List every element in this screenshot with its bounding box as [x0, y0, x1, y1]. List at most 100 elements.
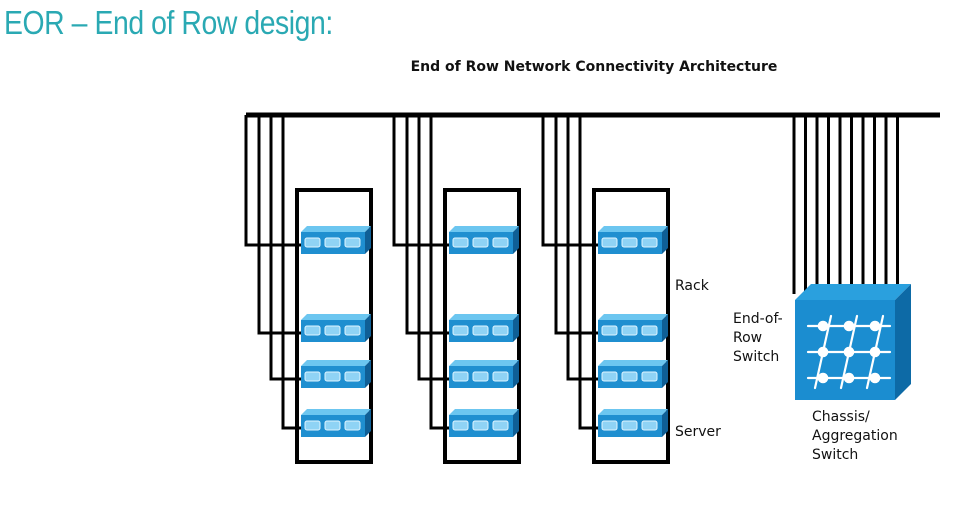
- cable: [405, 115, 449, 335]
- server-port: [452, 420, 469, 431]
- server: [449, 226, 519, 254]
- cable: [541, 115, 598, 247]
- eor-switch-label: End-of- Row Switch: [733, 311, 783, 365]
- chassis-top: [795, 284, 911, 300]
- racks: [244, 115, 670, 464]
- server-top: [301, 409, 371, 415]
- server-top: [449, 360, 519, 366]
- server: [301, 360, 371, 388]
- server-port: [472, 325, 489, 336]
- rack-1: [244, 115, 373, 464]
- rack-2-cables: [392, 115, 449, 430]
- server-port: [472, 420, 489, 431]
- server-top: [598, 226, 668, 232]
- server-label: Server: [675, 424, 721, 440]
- server-top: [598, 409, 668, 415]
- cable: [554, 115, 598, 335]
- cable: [244, 115, 301, 247]
- server-port: [472, 237, 489, 248]
- server-top: [449, 226, 519, 232]
- server-port: [344, 237, 361, 248]
- chassis-aggregation-label: Chassis/ Aggregation Switch: [812, 409, 898, 463]
- server-port: [452, 325, 469, 336]
- server-port: [324, 420, 341, 431]
- chassis-label-line-3: Switch: [812, 447, 858, 463]
- server-port: [324, 371, 341, 382]
- server-top: [301, 314, 371, 320]
- server-side: [662, 226, 668, 254]
- server-port: [344, 420, 361, 431]
- chassis-uplinks: [792, 115, 899, 294]
- server-side: [365, 314, 371, 342]
- rack-2: [392, 115, 521, 464]
- eor-label-line-2: Row: [733, 330, 762, 346]
- server: [598, 360, 668, 388]
- server: [449, 409, 519, 437]
- cable: [566, 115, 598, 381]
- server-port: [621, 325, 638, 336]
- server-side: [365, 409, 371, 437]
- server: [598, 314, 668, 342]
- server-port: [472, 371, 489, 382]
- server-side: [513, 226, 519, 254]
- fabric-node: [869, 372, 881, 384]
- rack-1-cables: [244, 115, 301, 430]
- cable: [417, 115, 449, 381]
- cable: [392, 115, 449, 247]
- server-port: [621, 420, 638, 431]
- rack-3: [541, 115, 670, 464]
- server-port: [492, 237, 509, 248]
- diagram-title: End of Row Network Connectivity Architec…: [411, 59, 778, 75]
- server-port: [452, 237, 469, 248]
- cable: [257, 115, 301, 335]
- chassis-box: [792, 115, 911, 400]
- server-top: [449, 409, 519, 415]
- server-port: [641, 325, 658, 336]
- fabric-node: [869, 320, 881, 332]
- server: [301, 226, 371, 254]
- fabric-node: [843, 346, 855, 358]
- server-top: [301, 360, 371, 366]
- server-port: [641, 237, 658, 248]
- server-port: [344, 325, 361, 336]
- server-top: [449, 314, 519, 320]
- server-port: [601, 237, 618, 248]
- server: [301, 314, 371, 342]
- server-port: [492, 420, 509, 431]
- server-side: [662, 314, 668, 342]
- server-side: [513, 360, 519, 388]
- switch-fabric-icon: [806, 314, 892, 390]
- fabric-node: [817, 372, 829, 384]
- server-top: [301, 226, 371, 232]
- server-port: [452, 371, 469, 382]
- eor-label-line-3: Switch: [733, 349, 779, 365]
- server-port: [641, 420, 658, 431]
- slide-title: EOR – End of Row design:: [4, 4, 333, 41]
- server-port: [344, 371, 361, 382]
- chassis-label-line-1: Chassis/: [812, 409, 870, 425]
- server-side: [513, 314, 519, 342]
- chassis-label-line-2: Aggregation: [812, 428, 898, 444]
- server: [598, 409, 668, 437]
- server-top: [598, 314, 668, 320]
- rack-3-cables: [541, 115, 598, 430]
- server-port: [492, 371, 509, 382]
- cable: [269, 115, 301, 381]
- fabric-node: [843, 372, 855, 384]
- chassis-side: [895, 284, 911, 400]
- server-side: [662, 409, 668, 437]
- server-port: [304, 325, 321, 336]
- fabric-node: [843, 320, 855, 332]
- server-side: [365, 360, 371, 388]
- server-port: [304, 237, 321, 248]
- rack-label: Rack: [675, 278, 710, 294]
- fabric-node: [817, 320, 829, 332]
- server-port: [621, 237, 638, 248]
- server-port: [601, 420, 618, 431]
- fabric-node: [869, 346, 881, 358]
- eor-label-line-1: End-of-: [733, 311, 783, 327]
- server-port: [601, 371, 618, 382]
- server-port: [304, 371, 321, 382]
- server-port: [492, 325, 509, 336]
